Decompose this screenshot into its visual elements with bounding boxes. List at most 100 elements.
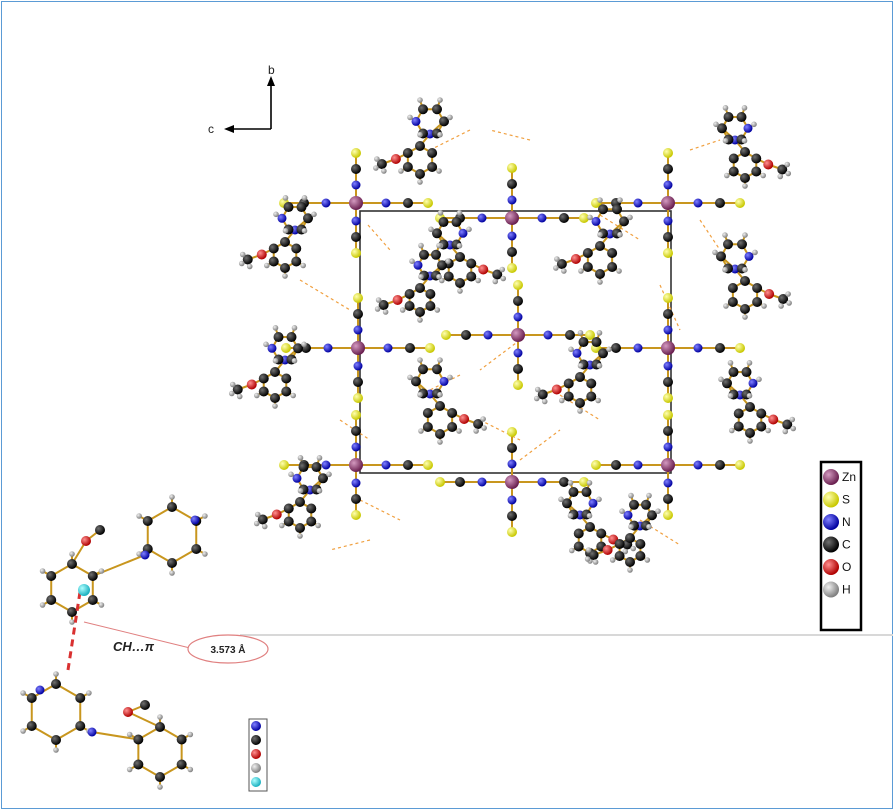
atom-n [351,180,361,190]
atom-c [286,332,297,343]
atom-o [246,379,257,390]
atom-c [353,309,363,319]
atom-n [292,473,302,483]
mini-legend [248,718,268,792]
atom-s [507,163,517,173]
atom-n [425,389,435,399]
atom-c [142,516,153,526]
atom-c [717,123,727,134]
hbond-line [689,139,721,151]
atom-h [291,325,298,331]
atom-h [628,492,634,499]
atom-o [764,289,775,299]
atom-c [782,419,793,430]
atom-zn [661,341,675,355]
atom-h [187,766,194,773]
atom-c [513,296,523,306]
atom-h [39,568,46,574]
atom-c [727,283,738,293]
atom-c [585,522,595,532]
atom-o [478,264,489,275]
atom-h [254,392,260,399]
atom-c [415,283,425,293]
atom-o [392,295,403,305]
atom-h [789,416,796,423]
atom-c [607,262,618,272]
atom-c [155,722,165,732]
atom-c [447,422,458,432]
atom-o [763,159,774,170]
atom-n [353,325,363,335]
atom-c [559,213,569,223]
atom-c [607,248,618,258]
atom-c [595,241,605,251]
atom-c [740,276,750,286]
atom-h [500,275,507,282]
atom-c [51,735,61,745]
atom-c [507,443,517,453]
atom-h [282,273,288,279]
atom-c [635,551,646,561]
atom-c [736,112,747,123]
atom-h [596,362,603,369]
atom-h [595,397,601,404]
hbond-line [429,129,471,151]
atom-s [351,248,361,258]
atom-c [751,166,762,177]
atom-h [229,381,236,388]
atom-h [279,522,285,529]
atom-h [437,131,443,138]
atom-n [277,213,287,223]
atom-n [591,216,601,226]
atom-h [722,137,729,144]
atom-n [537,477,547,487]
atom-h [722,266,728,273]
legend-swatch-s [823,491,839,508]
atom-n [411,116,421,126]
atom-h [628,523,634,530]
atom-h [777,173,784,180]
atom-h [264,262,270,269]
atom-n [663,442,673,452]
atom-h [418,273,424,280]
atom-c [582,248,593,258]
atom-n [513,348,523,358]
atom-s [663,393,673,403]
legend-label-c: C [842,538,851,552]
atom-h [98,568,105,574]
atom-h [553,265,559,271]
atom-h [53,747,59,753]
atom-zn [505,475,519,489]
atom-h [447,114,453,121]
atom-h [290,392,296,399]
atom-h [724,172,730,179]
atom-h [288,471,294,478]
atom-h [627,214,633,221]
atom-c [403,460,413,470]
atom-c [432,228,442,239]
atom-h [617,231,623,238]
atom-s [663,510,673,520]
atom-o [768,414,779,425]
atom-c [133,734,144,745]
atom-o [551,384,562,395]
ch-pi-dashed-contact [66,591,82,671]
atom-h [374,156,380,162]
atom-c [740,147,750,157]
legend-label-zn: Zn [842,470,856,484]
atom-n [507,495,517,505]
atom-c [563,378,574,389]
atom-h [428,226,434,233]
atom-n [730,264,740,274]
atom-h [407,114,413,121]
atom-c [745,402,755,412]
atom-h [541,398,548,405]
atom-s [735,198,745,208]
atom-c [273,332,284,343]
atom-h [253,520,260,527]
atom-h [228,390,235,397]
atom-n [267,343,277,353]
atom-n [323,343,333,353]
atom-c [87,595,98,605]
atom-h [713,121,719,128]
